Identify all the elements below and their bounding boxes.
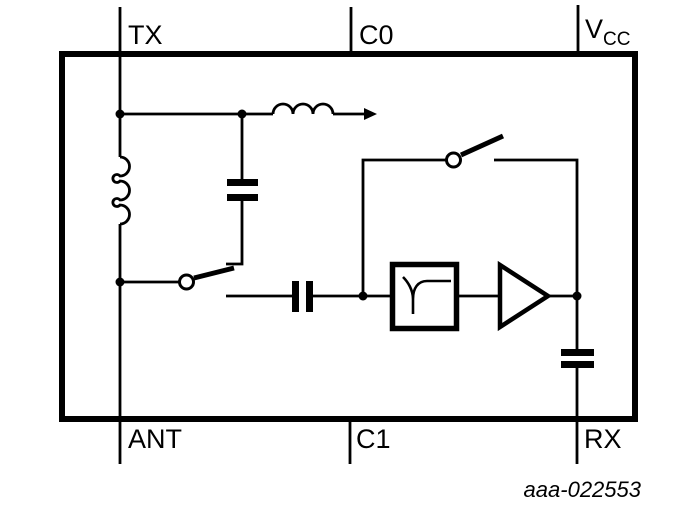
pin-label-ant: ANT [128,424,182,454]
chip-boundary [59,51,638,422]
junction-dot [115,109,125,119]
bypass-branch-left [361,158,446,296]
bypass-switch-lever-icon [459,133,505,158]
junction-dot [358,291,368,301]
coupling-capacitor-plate-right [306,281,313,312]
direction-arrow-icon [364,108,377,120]
antenna-switch-pivot-icon [178,273,195,291]
shunt-inductor-icon [111,155,131,226]
rx-capacitor-plate-top [561,349,594,356]
figure-id: aaa-022553 [524,477,642,502]
junction-dot [572,291,582,301]
pin-label-tx: TX [128,20,163,50]
pin-label-c0: C0 [359,20,394,50]
pin-label-vcc-main: V [585,14,603,44]
pin-label-vcc: VCC [585,14,630,50]
c0-capacitor-plate-bottom [227,194,258,201]
bypass-branch-right [494,158,579,296]
c0-capacitor-plate-top [227,179,258,186]
antenna-switch-lever-icon [193,265,235,281]
c0-branch-lower [226,201,244,266]
coupling-capacitor-plate-left [292,281,299,312]
bypass-switch-pivot-icon [445,151,462,169]
junction-dot [237,109,247,119]
junction-dot [115,277,125,287]
pin-label-vcc-sub: CC [603,29,630,50]
pin-label-c1: C1 [356,424,391,454]
filter-box [389,261,460,332]
filter-curve-icon [402,276,451,314]
pin-label-rx: RX [584,424,622,454]
amplifier-icon [497,260,553,332]
rx-capacitor-plate-bottom [561,361,594,368]
series-inductor-icon [271,102,335,115]
